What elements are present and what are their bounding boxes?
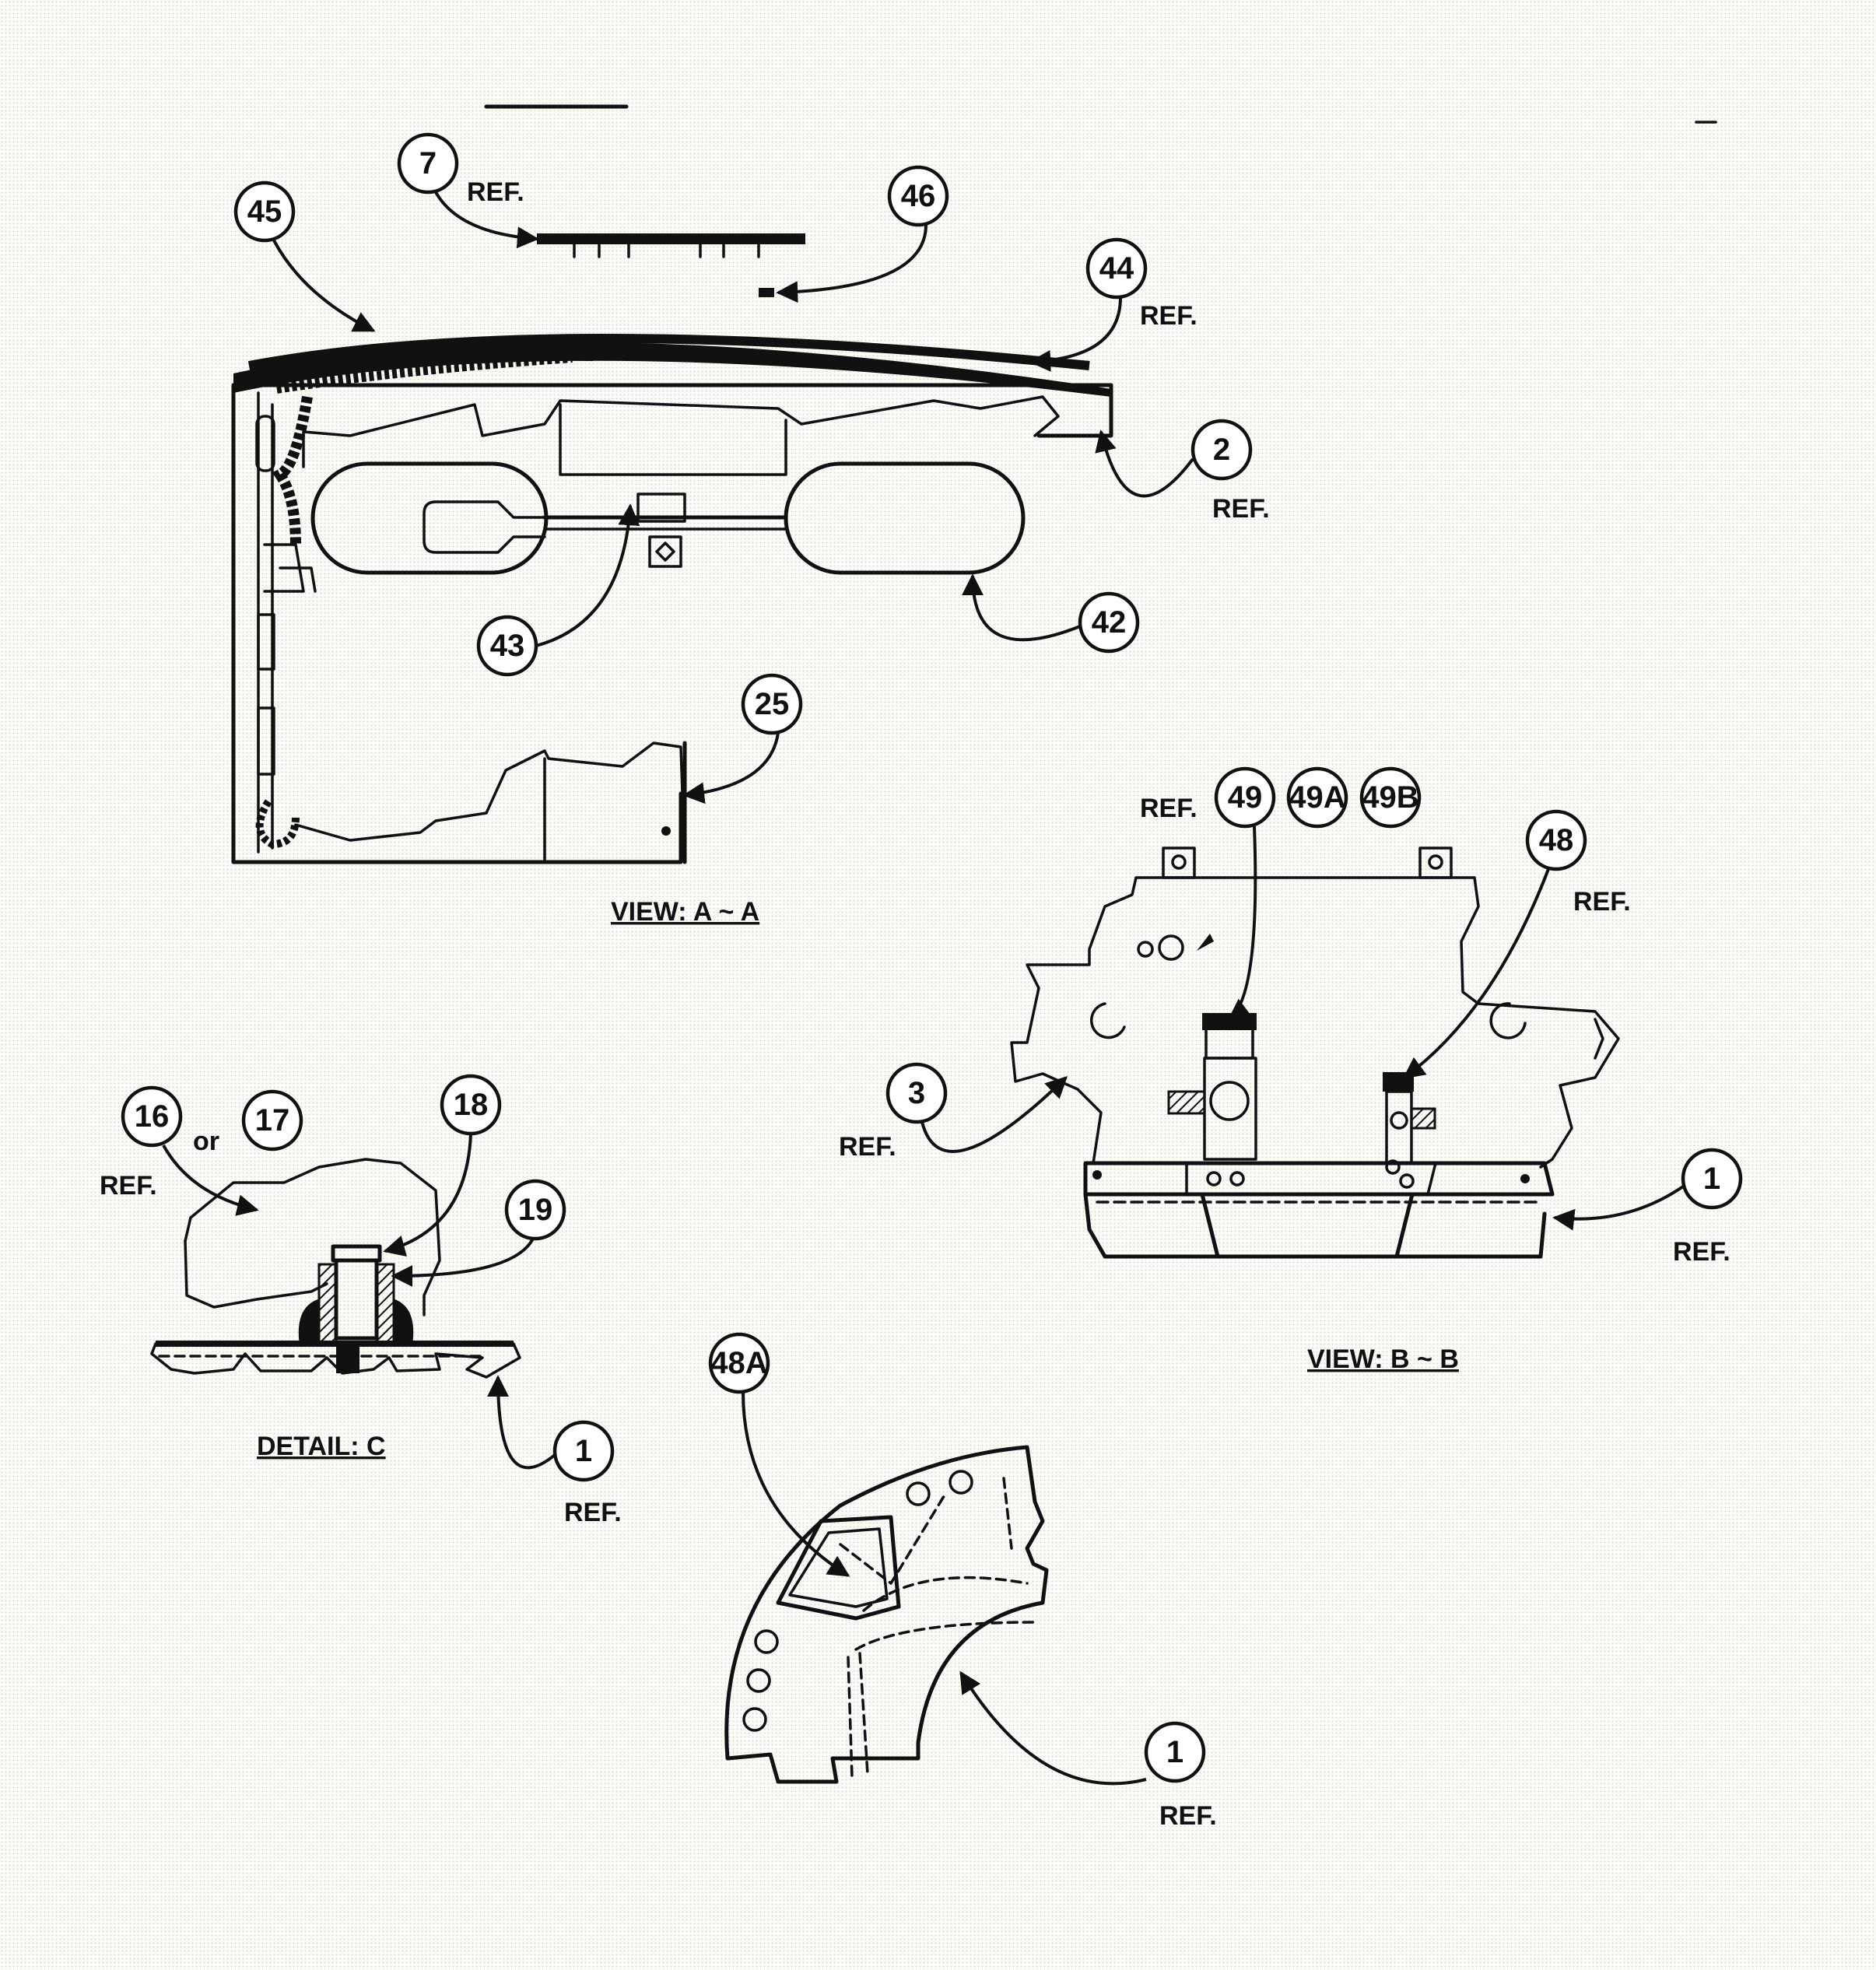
callout-1-b-number: 1: [1703, 1162, 1720, 1196]
left-tank: [310, 461, 549, 575]
callout-2-number: 2: [1213, 433, 1230, 467]
callout-49b: 49B: [1359, 766, 1422, 829]
callout-7-number: 7: [419, 146, 437, 181]
detail-c-title: DETAIL: C: [257, 1432, 386, 1461]
callout-1-c: 1: [552, 1420, 615, 1482]
callout-16-17-ref: REF.: [100, 1171, 157, 1201]
callout-3-ref: REF.: [839, 1132, 896, 1162]
view-a-a-drawing: [231, 233, 1113, 864]
right-tank: [784, 461, 1026, 575]
callout-25-number: 25: [755, 687, 790, 721]
callout-42: 42: [1078, 591, 1140, 654]
callout-44-ref: REF.: [1140, 301, 1197, 331]
callout-1-b-ref: REF.: [1673, 1237, 1730, 1267]
callout-7: 7: [397, 132, 459, 195]
callout-2-ref: REF.: [1212, 494, 1270, 524]
callout-3-number: 3: [908, 1076, 925, 1110]
callout-49-number: 49: [1228, 780, 1263, 815]
callout-44-number: 44: [1099, 251, 1134, 286]
callout-49-ref: REF.: [1140, 794, 1197, 823]
callout-25: 25: [741, 673, 803, 735]
callout-17-number: 17: [255, 1103, 290, 1137]
detail-c-drawing: [150, 1158, 521, 1379]
view-a-a-title: VIEW: A ~ A: [611, 897, 759, 927]
callout-46: 46: [887, 165, 949, 227]
callout-43: 43: [476, 615, 538, 677]
callout-48a-number: 48A: [710, 1346, 767, 1380]
callout-45-number: 45: [247, 195, 282, 229]
view-b-b-drawing: [1010, 847, 1620, 1259]
callout-46-number: 46: [901, 179, 936, 213]
callout-18-number: 18: [454, 1088, 489, 1122]
callout-48-ref: REF.: [1573, 887, 1631, 917]
callout-49a: 49A: [1286, 766, 1348, 829]
callout-49a-number: 49A: [1289, 780, 1345, 815]
callout-1-d-number: 1: [1166, 1735, 1183, 1769]
callout-49: 49: [1214, 766, 1276, 829]
callout-16-or: or: [193, 1127, 219, 1156]
callout-18: 18: [440, 1074, 502, 1136]
callout-48: 48: [1525, 809, 1587, 871]
callout-45: 45: [233, 181, 296, 243]
callout-44: 44: [1085, 237, 1148, 300]
callout-1-d: 1: [1144, 1721, 1206, 1783]
callout-49b-number: 49B: [1362, 780, 1418, 815]
callout-16: 16: [121, 1085, 183, 1148]
callout-17: 17: [241, 1089, 303, 1152]
callout-1-d-ref: REF.: [1159, 1801, 1217, 1831]
callout-3: 3: [885, 1062, 948, 1124]
callout-19-number: 19: [518, 1193, 553, 1227]
callout-48a: 48A: [708, 1332, 770, 1394]
arc-part-drawing: [724, 1445, 1049, 1784]
callout-43-number: 43: [490, 629, 525, 663]
callout-19: 19: [504, 1179, 566, 1241]
callout-1-b: 1: [1681, 1148, 1743, 1210]
callout-16-number: 16: [135, 1099, 170, 1134]
callout-1-c-ref: REF.: [564, 1498, 622, 1527]
callout-2: 2: [1190, 419, 1253, 481]
callout-1-c-number: 1: [575, 1434, 592, 1468]
callout-48-number: 48: [1539, 823, 1574, 857]
callout-42-number: 42: [1092, 605, 1127, 640]
callout-7-ref: REF.: [467, 177, 524, 207]
view-b-b-title: VIEW: B ~ B: [1307, 1344, 1459, 1374]
